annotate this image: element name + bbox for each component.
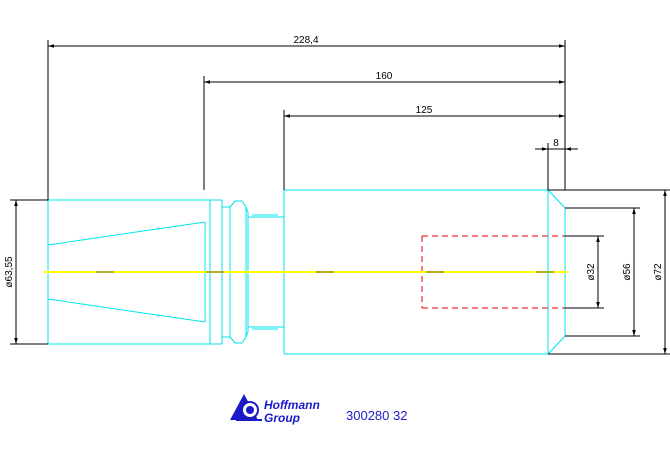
logo-line-1: Hoffmann (264, 398, 320, 412)
dim-8-label: 8 (553, 138, 559, 149)
hoffmann-group-logo: Hoffmann Group (230, 394, 320, 425)
dim-inner-dia-label: ø56 (622, 263, 633, 281)
dim-overall-label: 228,4 (293, 35, 318, 46)
dim-125-label: 125 (416, 105, 433, 116)
dim-outer-dia-label: ø72 (653, 263, 664, 281)
logo-line-2: Group (264, 411, 300, 425)
part-number: 300280 32 (346, 408, 407, 423)
dim-160-label: 160 (376, 71, 393, 82)
logo-mark-icon (230, 394, 262, 421)
dimensions (10, 40, 670, 355)
dim-taper-dia-label: ø63,55 (4, 256, 15, 288)
dim-bore-dia-label: ø32 (586, 263, 597, 281)
